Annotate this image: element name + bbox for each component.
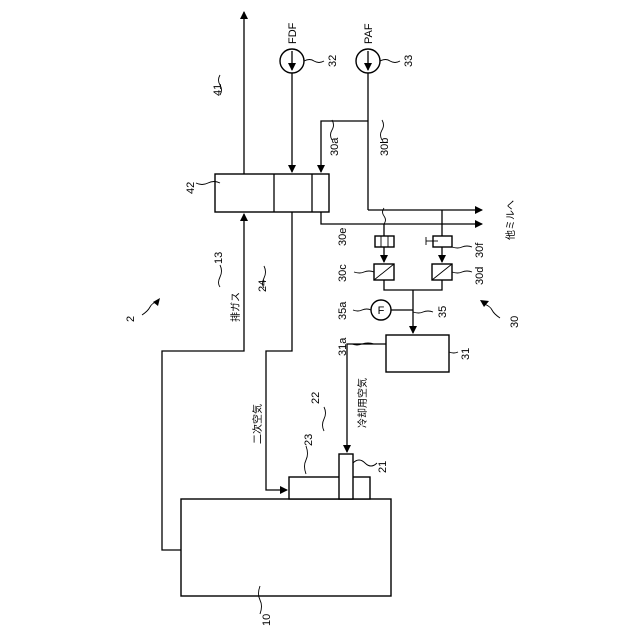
label-42: 42 (185, 182, 197, 194)
heater-outlet-line (321, 212, 482, 224)
label-35a: 35a (337, 301, 349, 320)
label-30c: 30c (337, 264, 349, 282)
arrow-2-head (153, 298, 160, 306)
leader-31 (449, 352, 458, 353)
label-fdf: FDF (287, 22, 299, 44)
text-secondary-air: 二次空気 (251, 404, 264, 444)
leader-35 (413, 311, 433, 313)
label-23: 23 (303, 434, 315, 446)
leader-21 (353, 460, 377, 466)
label-24: 24 (257, 280, 269, 292)
label-31: 31 (460, 348, 472, 360)
label-21: 21 (377, 461, 389, 473)
label-30e: 30e (337, 228, 349, 246)
label-2: 2 (125, 316, 137, 322)
leader-22 (323, 407, 326, 431)
mill-box (339, 454, 353, 499)
text-exhaust-gas: 排ガス (229, 292, 242, 322)
boiler-box (181, 499, 391, 596)
text-cooling-air: 冷却用空気 (356, 378, 369, 428)
flow-meter-symbol: F (378, 305, 385, 317)
leader-23 (305, 446, 308, 474)
label-30d: 30d (474, 267, 486, 285)
leader-35a (353, 309, 371, 311)
leader-30 (484, 304, 500, 318)
label-paf: PAF (363, 23, 375, 44)
damper-30e (375, 236, 394, 247)
label-35: 35 (437, 306, 449, 318)
secondary-air-line (266, 212, 292, 490)
cooler-box (386, 335, 449, 372)
leader-30a (331, 120, 334, 140)
text-to-other-mills: 他ミルへ (504, 200, 517, 240)
label-41: 41 (212, 84, 224, 96)
label-33: 33 (403, 55, 415, 67)
leader-30b (381, 120, 384, 140)
label-10: 10 (261, 614, 273, 626)
label-22: 22 (310, 392, 322, 404)
label-30b: 30b (379, 138, 391, 156)
leader-32 (304, 60, 324, 63)
merge-line (384, 280, 442, 290)
leader-33 (380, 60, 400, 63)
label-30f: 30f (474, 242, 486, 258)
mill-housing-box (289, 477, 370, 499)
leader-13 (219, 265, 222, 287)
label-32: 32 (327, 55, 339, 67)
label-13: 13 (213, 252, 225, 264)
damper-30f (433, 236, 452, 247)
label-30a: 30a (329, 137, 341, 156)
label-31a: 31a (337, 337, 349, 356)
leader-30d (452, 271, 472, 273)
leader-30f (452, 246, 472, 248)
leader-30c (354, 271, 374, 273)
label-30: 30 (509, 316, 521, 328)
